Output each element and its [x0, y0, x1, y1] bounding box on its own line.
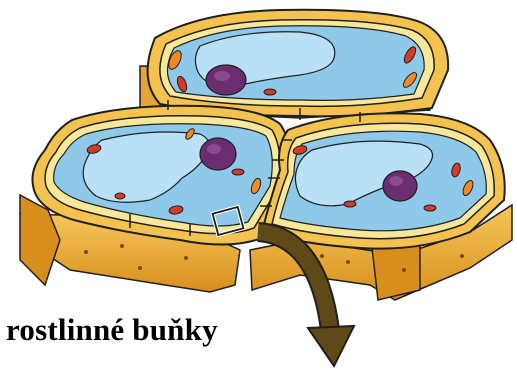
- pit: [120, 244, 124, 248]
- chloroplast: [344, 201, 356, 207]
- pit: [402, 268, 406, 272]
- pit: [320, 254, 324, 258]
- pit: [184, 256, 188, 260]
- chloroplast: [424, 205, 436, 211]
- nucleolus: [389, 176, 403, 186]
- cell-back: [140, 10, 448, 118]
- nucleolus: [214, 71, 230, 81]
- nucleus: [200, 138, 236, 170]
- pit: [138, 266, 142, 270]
- pit: [84, 250, 88, 254]
- chloroplast: [115, 193, 125, 199]
- pit: [346, 260, 350, 264]
- chloroplast: [232, 169, 244, 175]
- nucleus: [383, 171, 417, 201]
- pit: [460, 254, 464, 258]
- cell-right: [250, 113, 512, 300]
- chloroplast: [264, 89, 276, 95]
- nucleolus: [207, 144, 221, 154]
- diagram-caption: rostlinné buňky: [6, 312, 218, 348]
